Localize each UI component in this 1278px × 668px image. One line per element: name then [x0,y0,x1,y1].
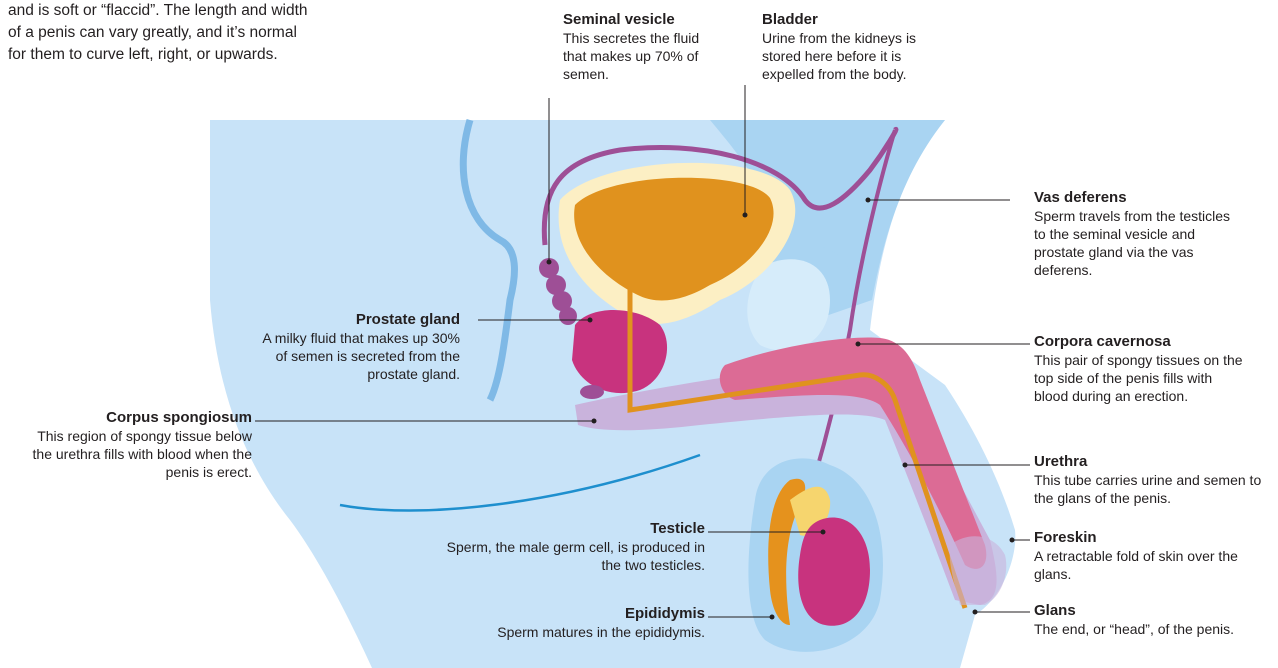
callout-testicle: Testicle Sperm, the male germ cell, is p… [445,519,705,574]
callout-epididymis: Epididymis Sperm matures in the epididym… [470,604,705,641]
callout-text: The end, or “head”, of the penis. [1034,620,1274,638]
callout-title: Glans [1034,601,1274,620]
dot-seminal-vesicle [547,260,552,265]
intro-line: for them to curve left, right, or upward… [8,44,378,66]
callout-text: A retractable fold of skin over the glan… [1034,547,1244,583]
dot-vas-deferens [866,198,871,203]
callout-title: Corpus spongiosum [30,408,252,427]
callout-prostate-gland: Prostate gland A milky fluid that makes … [250,310,460,383]
intro-line: and is soft or “flaccid”. The length and… [8,0,378,22]
callout-text: This secretes the fluid that makes up 70… [563,29,713,83]
dot-foreskin [1010,538,1015,543]
callout-text: Sperm matures in the epididymis. [470,623,705,641]
callout-title: Foreskin [1034,528,1244,547]
callout-title: Seminal vesicle [563,10,713,29]
dot-testicle [821,530,826,535]
callout-title: Vas deferens [1034,188,1234,207]
callout-text: This region of spongy tissue below the u… [30,427,252,481]
dot-epididymis [770,615,775,620]
testicle [798,517,870,625]
callout-text: This pair of spongy tissues on the top s… [1034,351,1249,405]
callout-text: This tube carries urine and semen to the… [1034,471,1274,507]
dot-urethra [903,463,908,468]
callout-bladder: Bladder Urine from the kidneys is stored… [762,10,947,83]
callout-title: Urethra [1034,452,1274,471]
callout-text: Sperm, the male germ cell, is produced i… [445,538,705,574]
glans-tip [950,536,1007,605]
dot-glans [973,610,978,615]
callout-urethra: Urethra This tube carries urine and seme… [1034,452,1274,507]
callout-seminal-vesicle: Seminal vesicle This secretes the fluid … [563,10,713,83]
callout-title: Prostate gland [250,310,460,329]
seminal-vesicle-bead [559,307,577,325]
dot-prostate [588,318,593,323]
callout-corpora-cavernosa: Corpora cavernosa This pair of spongy ti… [1034,332,1249,405]
intro-paragraph: and is soft or “flaccid”. The length and… [8,0,378,66]
callout-text: Sperm travels from the testicles to the … [1034,207,1234,279]
callout-foreskin: Foreskin A retractable fold of skin over… [1034,528,1244,583]
intro-line: of a penis can vary greatly, and it’s no… [8,22,378,44]
bulbourethral-gland [580,385,604,399]
callout-text: Urine from the kidneys is stored here be… [762,29,947,83]
callout-glans: Glans The end, or “head”, of the penis. [1034,601,1274,638]
callout-vas-deferens: Vas deferens Sperm travels from the test… [1034,188,1234,279]
dot-spongiosum [592,419,597,424]
prostate [572,310,667,393]
dot-bladder [743,213,748,218]
callout-title: Epididymis [470,604,705,623]
callout-corpus-spongiosum: Corpus spongiosum This region of spongy … [30,408,252,481]
callout-title: Corpora cavernosa [1034,332,1249,351]
callout-title: Testicle [445,519,705,538]
dot-corpora [856,342,861,347]
callout-text: A milky fluid that makes up 30% of semen… [250,329,460,383]
callout-title: Bladder [762,10,947,29]
